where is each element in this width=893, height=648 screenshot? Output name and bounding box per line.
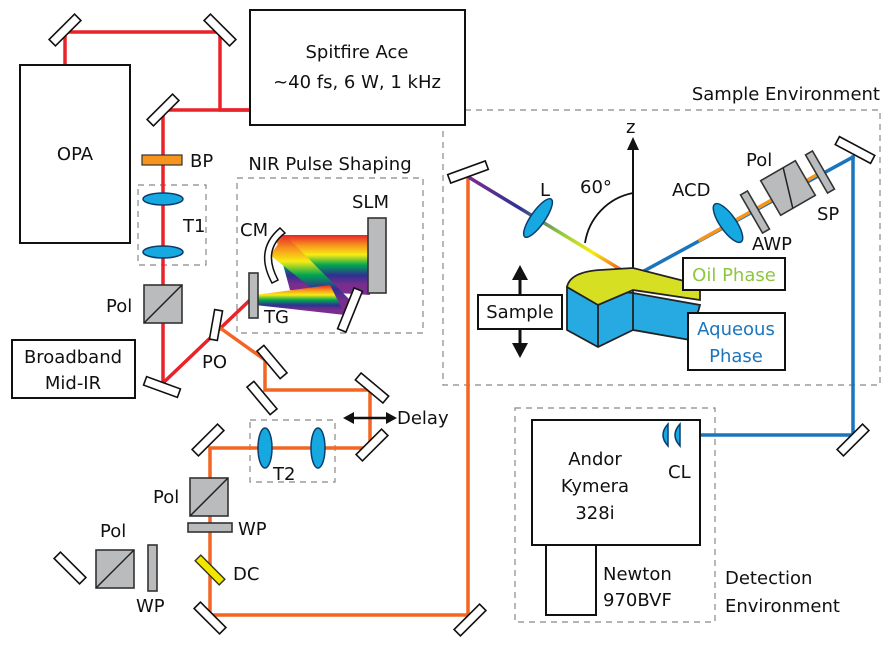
spectrometer-box (531, 419, 701, 546)
cylindrical-lens (674, 422, 681, 448)
mirror (190, 422, 226, 458)
mirror (245, 380, 279, 416)
spectrometer-label-2: Kymera (561, 476, 629, 497)
short-pass-filter (804, 149, 836, 195)
pol-label-1: Pol (106, 296, 132, 317)
z-axis-arrow (627, 137, 639, 150)
dispersed-beam-tg (255, 285, 345, 315)
broadband-label-2: Mid-IR (45, 373, 101, 394)
angle-arc (584, 192, 634, 244)
sample-env-title: Sample Environment (692, 84, 880, 105)
dichroic-mirror (194, 554, 226, 586)
z-label: z (626, 117, 635, 138)
opa-label: OPA (57, 144, 94, 165)
bp-label: BP (190, 151, 213, 172)
t2-enclosure (249, 419, 336, 483)
t2-label: T2 (272, 464, 295, 485)
t1-lens (142, 192, 184, 206)
mirror (835, 422, 871, 458)
delay-arrow[interactable] (343, 412, 397, 424)
aqueous-phase-box (687, 312, 786, 371)
t1-label: T1 (182, 216, 205, 237)
mirrors (47, 12, 876, 638)
mirror (255, 344, 289, 380)
pol-label-2: Pol (153, 487, 179, 508)
bp-filter (141, 154, 183, 166)
broadband-label-box (11, 339, 136, 399)
t1-enclosure (137, 184, 207, 266)
spectrometer-label-1: Andor (568, 449, 622, 470)
cl-label: CL (668, 462, 691, 483)
opa-box (19, 64, 131, 244)
mirror (47, 12, 83, 48)
sp-label: SP (817, 204, 839, 225)
waveplate-ir (147, 544, 158, 592)
oil-phase-box (682, 257, 786, 291)
polarizer-2 (189, 477, 229, 517)
mirror (142, 375, 182, 399)
sample-environment-enclosure (442, 109, 881, 386)
po-pickoff (208, 308, 224, 342)
camera-box (545, 544, 597, 616)
laser-name: Spitfire Ace (305, 42, 408, 63)
shaper-mirror (336, 286, 364, 334)
delay-mirror (354, 427, 390, 463)
mirror (192, 600, 228, 636)
aqueous-label-2: Phase (709, 346, 763, 367)
pol-label-4: Pol (746, 150, 772, 171)
sample-cell (565, 267, 702, 349)
mirror (452, 602, 488, 638)
polarizer-1 (143, 284, 183, 324)
sample-label: Sample (486, 302, 554, 323)
t1-lens (142, 245, 184, 259)
l-label: L (540, 180, 550, 201)
incident-beam (467, 175, 636, 280)
tg-label: TG (263, 307, 289, 328)
angle-label: 60° (580, 177, 612, 198)
curved-mirror (263, 226, 287, 284)
pol-label-3: Pol (100, 521, 126, 542)
mirror (202, 12, 238, 48)
wp-label-1: WP (238, 519, 267, 540)
polarizer-4 (759, 159, 817, 217)
nir-shaping-title: NIR Pulse Shaping (248, 154, 411, 175)
po-label: PO (202, 352, 227, 373)
polarizer-3 (95, 549, 135, 589)
spectrometer-label-3: 328i (575, 503, 614, 524)
mirror (145, 92, 181, 128)
acd-label: ACD (672, 180, 710, 201)
camera-label-2: 970BVF (603, 590, 672, 611)
slm-label: SLM (352, 192, 389, 213)
achromatic-waveplate (739, 189, 771, 235)
slm (367, 217, 387, 294)
transmission-grating (248, 272, 259, 319)
cylindrical-lens (662, 422, 669, 448)
delay-label: Delay (397, 408, 449, 429)
camera-label-1: Newton (603, 564, 672, 585)
t2-lens (310, 427, 326, 469)
wp-label-2: WP (136, 596, 165, 617)
awp-label: AWP (752, 234, 792, 255)
detection-title-1: Detection (725, 568, 812, 589)
cm-label: CM (240, 220, 268, 241)
delay-mirror (354, 371, 390, 405)
waveplate-nir (187, 522, 233, 533)
laser-specs: ~40 fs, 6 W, 1 kHz (273, 72, 441, 93)
mirror (834, 135, 876, 165)
t2-lens (257, 427, 273, 469)
lens-l (522, 197, 554, 239)
detection-enclosure (514, 407, 716, 623)
spitfire-laser-box (249, 9, 466, 126)
broadband-label-1: Broadband (24, 347, 122, 368)
aqueous-label-1: Aqueous (697, 319, 775, 340)
mirror (52, 550, 88, 586)
dc-label: DC (233, 564, 259, 585)
mirror (446, 159, 490, 185)
acd-lens (712, 202, 744, 244)
oil-phase-label: Oil Phase (692, 265, 776, 286)
nir-shaping-enclosure (236, 177, 424, 334)
detection-title-2: Environment (725, 596, 840, 617)
sample-label-box (477, 294, 563, 330)
